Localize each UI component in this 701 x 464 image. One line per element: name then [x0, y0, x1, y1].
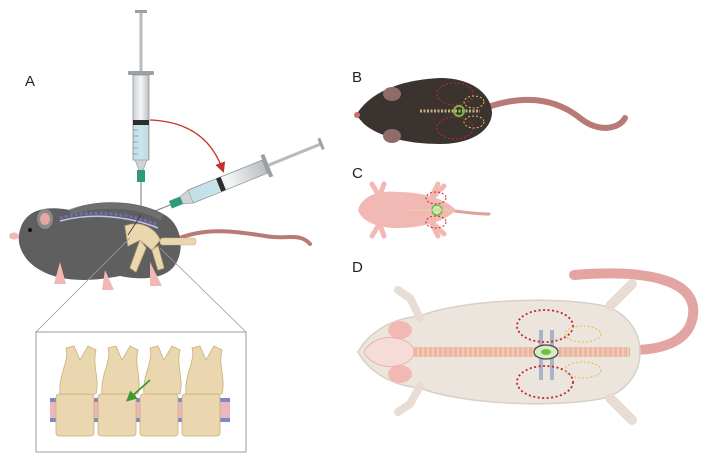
dotted-region-red	[425, 215, 447, 229]
dotted-region-red	[516, 365, 574, 399]
dotted-region-red	[516, 309, 574, 343]
panel-b-label: B	[352, 69, 362, 86]
finger-flange	[128, 71, 154, 75]
dotted-region-red	[425, 191, 447, 205]
mouse-eye	[28, 228, 32, 232]
dotted-region-yellow	[564, 325, 602, 343]
needle-hub	[137, 170, 145, 182]
mouse-nose	[9, 232, 19, 240]
vertebra-body-2	[97, 393, 137, 437]
syringe-angled	[149, 137, 325, 214]
arrow-icon	[125, 379, 151, 402]
spine-inset	[35, 331, 247, 453]
mouse-ear	[388, 321, 412, 339]
panel-d: D	[352, 259, 699, 425]
panel-a: A	[9, 10, 325, 453]
mouse-tail	[482, 96, 628, 131]
zoom-line-right	[159, 247, 247, 333]
plunger-stopper	[133, 120, 149, 125]
vertebra-process-3	[143, 345, 182, 395]
syringe-vertical	[128, 10, 154, 215]
dotted-region-yellow	[463, 95, 485, 109]
vertebra-process-2	[101, 345, 140, 395]
panel-c-label: C	[352, 165, 363, 182]
curved-arrow-icon	[149, 119, 226, 173]
panel-a-label: A	[25, 73, 35, 90]
vertebra-process-1	[59, 345, 98, 395]
vertebra-process-4	[185, 345, 224, 395]
vertebra-body-4	[181, 393, 221, 437]
vertebra-body-1	[55, 393, 95, 437]
plunger-cap	[135, 10, 147, 13]
panel-b: B	[352, 69, 628, 144]
pup-tail	[453, 209, 491, 216]
mouse-tail	[569, 268, 699, 355]
mouse-tail	[173, 229, 312, 246]
plunger-rod	[139, 13, 143, 73]
mouse-ear	[383, 129, 401, 143]
syringe-fluid	[134, 125, 148, 160]
dotted-region-yellow	[463, 115, 485, 129]
mouse-side-view	[9, 202, 312, 290]
mouse-ear	[383, 87, 401, 101]
dotted-region-red	[436, 82, 474, 106]
injection-target	[453, 105, 465, 117]
dotted-region-yellow	[564, 361, 602, 379]
panel-d-label: D	[352, 259, 363, 276]
mouse-nose	[354, 112, 360, 118]
panel-c: C	[352, 165, 491, 239]
hip-skeleton	[124, 223, 197, 273]
vertebra-body-3	[139, 393, 179, 437]
zoom-line-left	[35, 237, 131, 333]
mouse-ear	[388, 365, 412, 383]
